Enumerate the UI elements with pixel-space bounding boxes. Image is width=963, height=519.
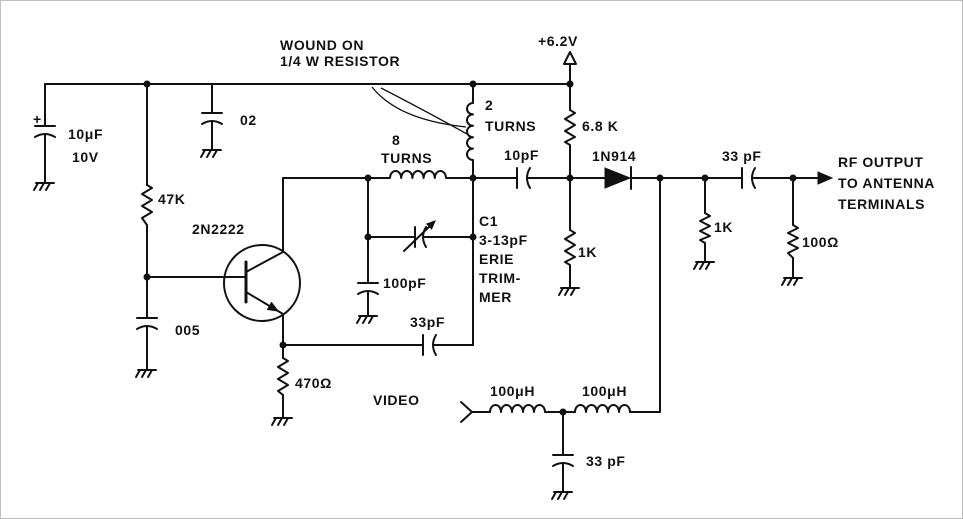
capacitor-100pf: 100pF <box>356 177 426 324</box>
video-input: VIDEO 100μH 100μH <box>373 177 661 423</box>
pointer-line <box>380 87 468 135</box>
capacitor-10pf: 10pF <box>472 147 574 189</box>
video-label: VIDEO <box>373 392 420 408</box>
output-label-line-3: TERMINALS <box>838 196 925 212</box>
capacitor-value-label: 02 <box>240 112 257 128</box>
diode-label: 1N914 <box>592 148 636 164</box>
trimmer-arrow-icon <box>403 223 433 252</box>
emitter-lead <box>245 291 284 346</box>
capacitor-value-label: 33 pF <box>722 148 762 164</box>
wound-on-annotation: WOUND ON 1/4 W RESISTOR <box>280 37 468 135</box>
inductor-value-label: 100μH <box>582 383 627 399</box>
inductor-2-turns: 2 TURNS <box>466 83 536 346</box>
ground-icon <box>135 369 157 378</box>
trimmer-label-line-4: TRIM- <box>479 270 521 286</box>
output-label-line-1: RF OUTPUT <box>838 154 924 170</box>
capacitor-value-label: 33 pF <box>586 453 626 469</box>
capacitor-value-label: 100pF <box>383 275 426 291</box>
ground-icon <box>271 417 293 426</box>
resistor-value-label: 1K <box>578 244 597 260</box>
ground-icon <box>781 277 803 286</box>
resistor-100-ohm: 100Ω <box>781 177 839 286</box>
emitter-arrow-icon <box>266 301 280 312</box>
resistor-1k-bias: 1K <box>558 229 597 296</box>
capacitor-voltage-label: 10V <box>72 149 99 165</box>
resistor-value-label: 47K <box>158 191 185 207</box>
inductor-100uh-left <box>489 404 546 413</box>
capacitor-value-label: 33pF <box>410 314 445 330</box>
resistor-value-label: 6.8 K <box>582 118 618 134</box>
trimmer-label-line-3: ERIE <box>479 251 514 267</box>
input-terminal-icon <box>460 401 473 423</box>
inductor-8-turns: 8 TURNS <box>282 132 477 182</box>
ground-icon <box>200 149 222 158</box>
capacitor-33pf-output: 33 pF <box>722 148 834 189</box>
inductor-100uh-right <box>574 404 631 413</box>
trimmer-capacitor-c1: C1 3-13pF ERIE TRIM- MER <box>364 213 528 305</box>
resistor-1k-output: 1K <box>693 177 733 270</box>
diode-icon <box>604 167 632 189</box>
resistor-value-label: 470Ω <box>295 375 332 391</box>
supply-label: +6.2V <box>538 33 578 49</box>
supply-terminal: +6.2V <box>538 33 578 111</box>
inductor-value-label: 100μH <box>490 383 535 399</box>
turns-count-label: 8 <box>392 132 400 148</box>
trimmer-label-line-1: C1 <box>479 213 498 229</box>
trimmer-label-line-5: MER <box>479 289 512 305</box>
capacitor-33pf-feedback: 33pF <box>282 314 474 356</box>
capacitor-value-label: 10μF <box>68 126 103 142</box>
capacitor-33pf-video: 33 pF <box>551 411 626 500</box>
ground-icon <box>558 287 580 296</box>
transistor-2n2222: 2N2222 <box>146 177 301 346</box>
annotation-line-2: 1/4 W RESISTOR <box>280 53 400 69</box>
annotation-line-1: WOUND ON <box>280 37 364 53</box>
output-arrow-icon <box>817 171 834 185</box>
turns-count-label: 2 <box>485 97 493 113</box>
output-label-line-2: TO ANTENNA <box>838 175 935 191</box>
collector-lead <box>245 177 284 273</box>
resistor-47k: 47K <box>141 83 185 319</box>
rf-output-label: RF OUTPUT TO ANTENNA TERMINALS <box>838 154 935 212</box>
capacitor-value-label: 005 <box>175 322 200 338</box>
trimmer-label-line-2: 3-13pF <box>479 232 528 248</box>
ground-icon <box>551 491 573 500</box>
ground-icon <box>693 261 715 270</box>
capacitor-02: 02 <box>200 83 257 158</box>
capacitor-005: 005 <box>135 317 200 378</box>
ground-icon <box>33 182 55 191</box>
polarity-label: + <box>33 111 42 127</box>
transistor-label: 2N2222 <box>192 221 245 237</box>
resistor-value-label: 1K <box>714 219 733 235</box>
turns-unit-label: TURNS <box>485 118 536 134</box>
turns-unit-label: TURNS <box>381 150 432 166</box>
capacitor-10uf: + 10μF 10V <box>33 83 103 191</box>
resistor-value-label: 100Ω <box>802 234 839 250</box>
resistor-6-8k: 6.8 K <box>564 109 618 231</box>
capacitor-value-label: 10pF <box>504 147 539 163</box>
ground-icon <box>356 315 378 324</box>
diode-1n914: 1N914 <box>569 148 743 190</box>
